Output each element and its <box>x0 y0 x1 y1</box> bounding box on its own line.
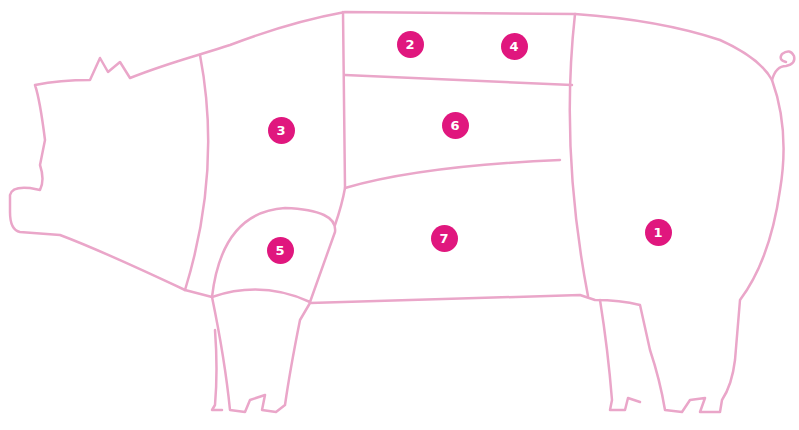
belly-cut-line <box>345 160 560 188</box>
callout-number: 4 <box>501 33 528 60</box>
callout-number: 7 <box>431 225 458 252</box>
circle-fill <box>442 112 469 139</box>
shoulder-cut-line <box>335 12 345 225</box>
circle-fill <box>501 33 528 60</box>
callout-number: 1 <box>645 219 672 246</box>
callout-number: 5 <box>267 237 294 264</box>
circle-fill <box>267 237 294 264</box>
ham-cut-line <box>570 14 588 296</box>
callout-circle: 7 <box>431 225 458 252</box>
fore-leg-far <box>212 330 222 410</box>
callout-circle: 5 <box>267 237 294 264</box>
hock-cut-line <box>212 208 335 302</box>
leg-cut-line <box>212 290 310 302</box>
callout-circle: 6 <box>442 112 469 139</box>
pig-tail <box>772 51 794 80</box>
circle-fill <box>397 31 424 58</box>
hind-leg-far <box>600 300 640 410</box>
callout-circle: 4 <box>501 33 528 60</box>
callout-number: 3 <box>268 117 295 144</box>
neck-cut-line <box>185 55 208 290</box>
callout-number: 2 <box>397 31 424 58</box>
circle-fill <box>268 117 295 144</box>
circle-fill <box>431 225 458 252</box>
pig-outline <box>10 12 784 412</box>
callout-circle: 2 <box>397 31 424 58</box>
callout-circle: 3 <box>268 117 295 144</box>
callout-circle: 1 <box>645 219 672 246</box>
circle-fill <box>645 219 672 246</box>
loin-cut-line <box>345 75 572 85</box>
callout-number: 6 <box>442 112 469 139</box>
